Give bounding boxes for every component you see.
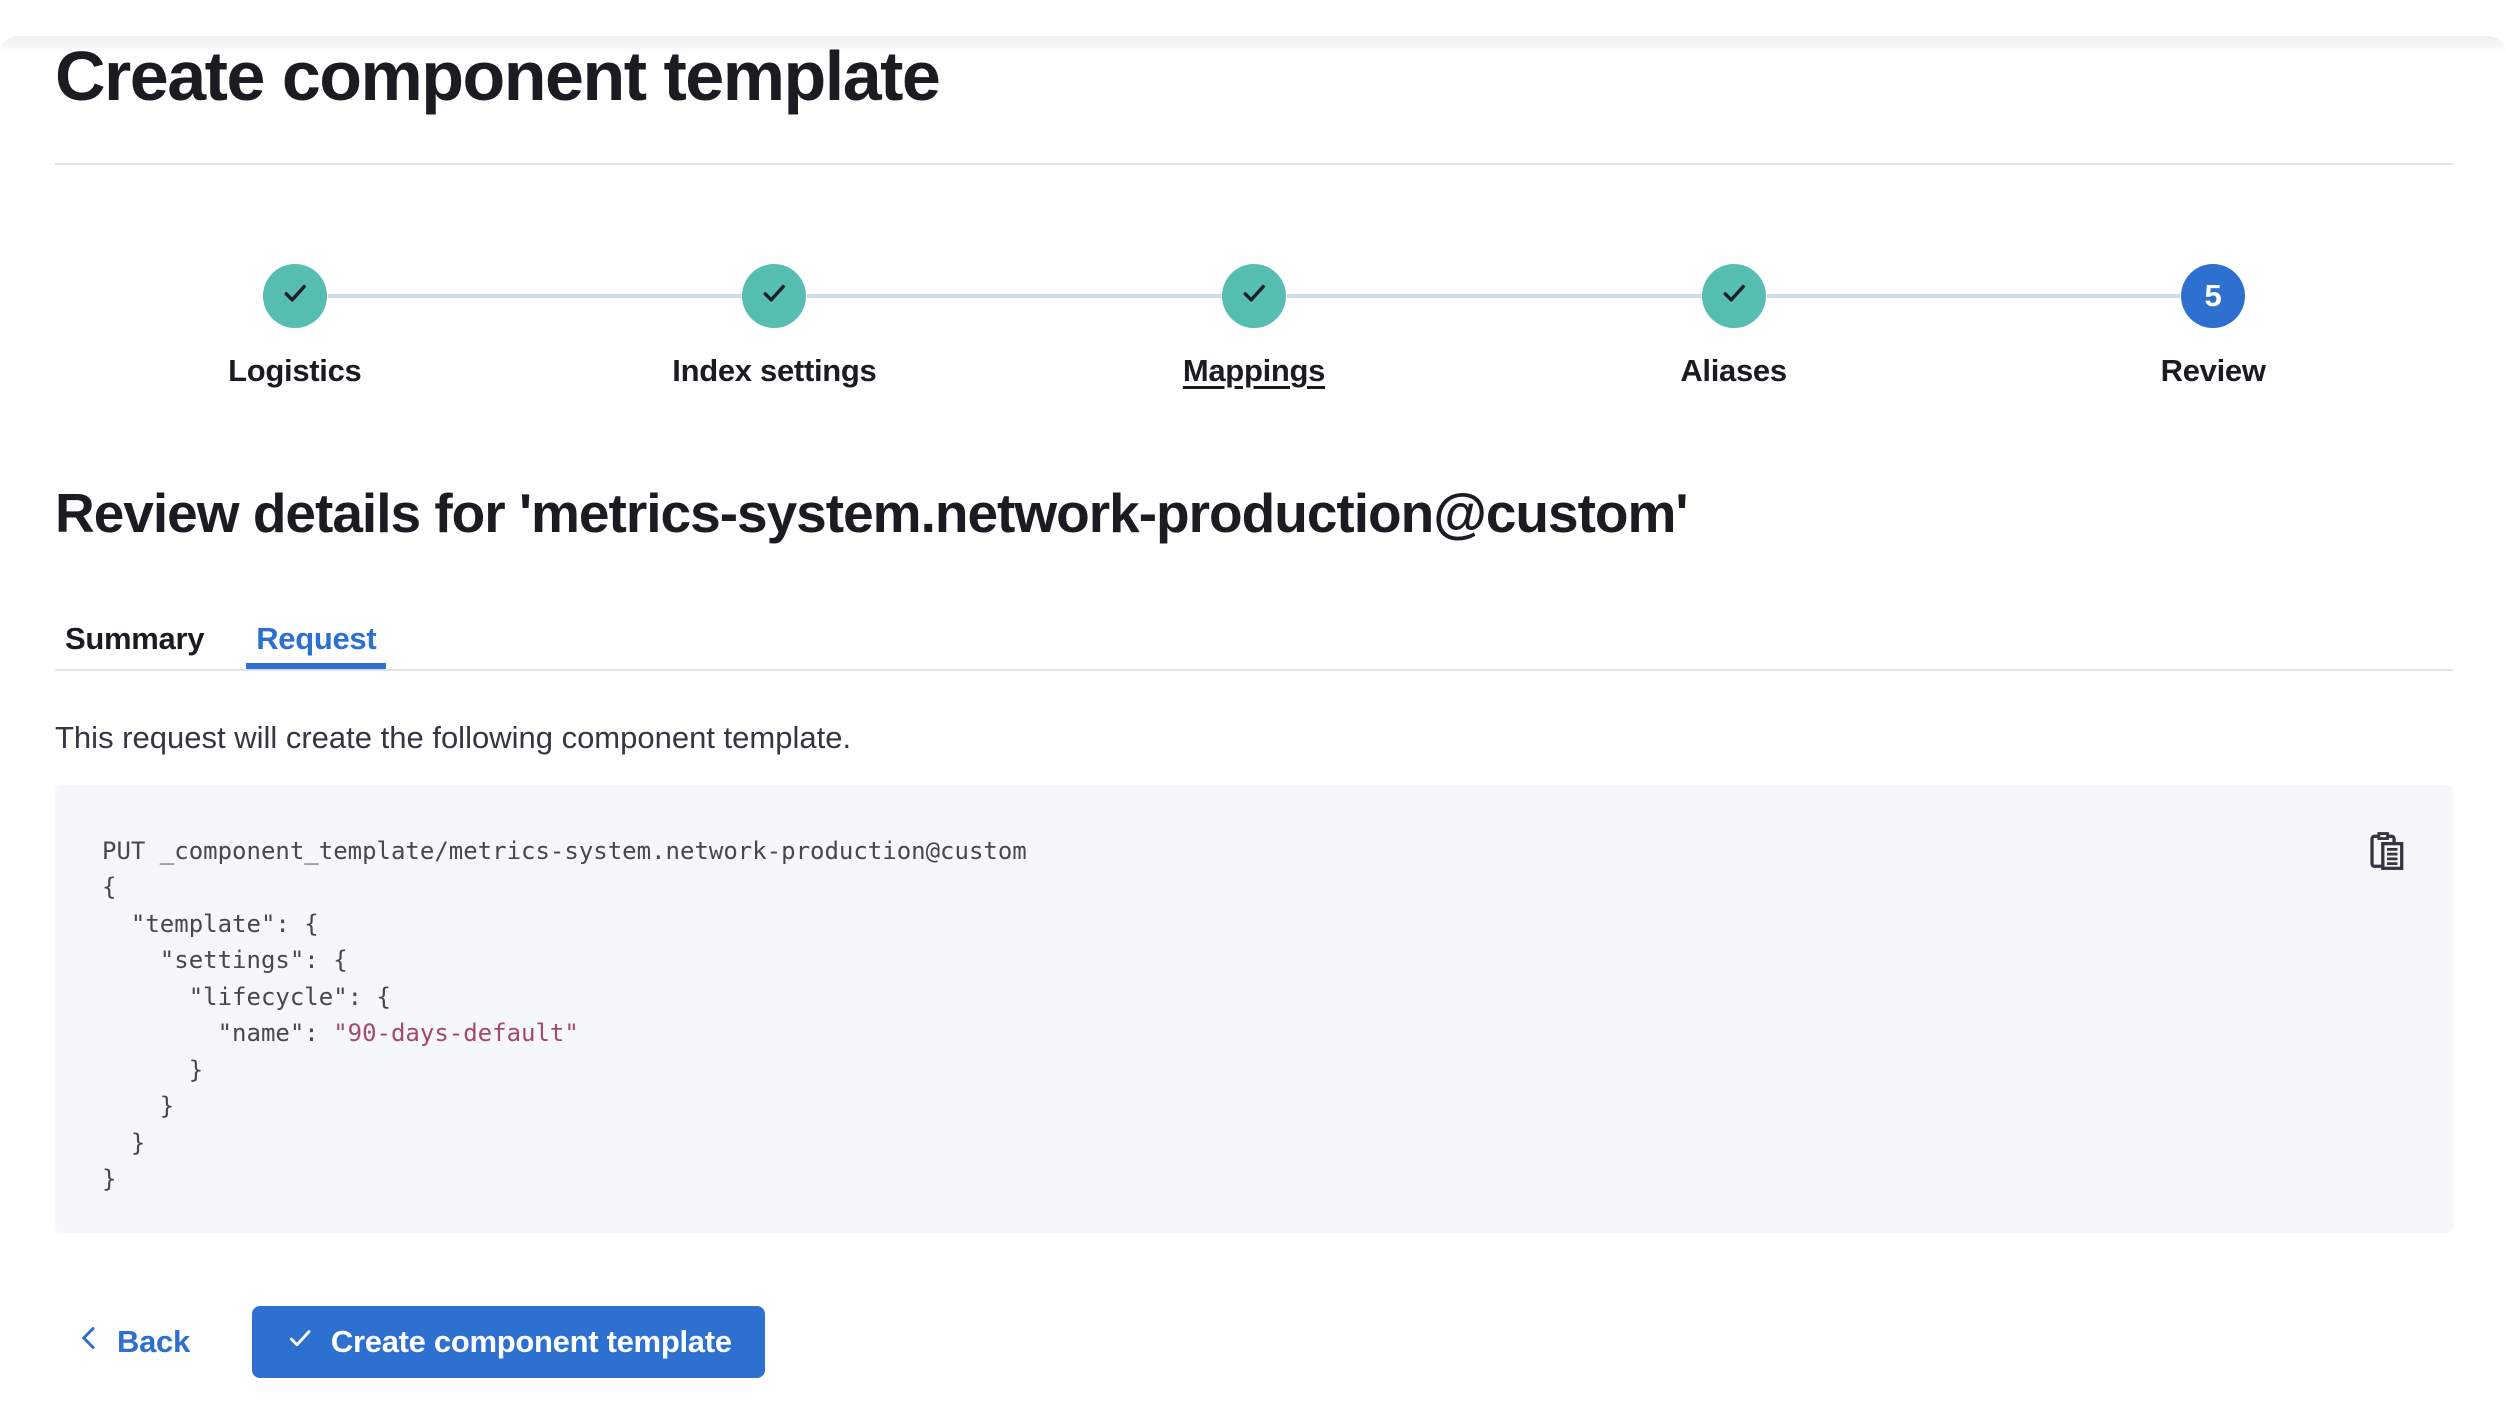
code-line: "template": { xyxy=(102,909,319,938)
step-complete-circle xyxy=(262,263,327,328)
request-code: PUT _component_template/metrics-system.n… xyxy=(102,833,2333,1198)
check-icon xyxy=(1238,277,1270,314)
review-tabs: Summary Request xyxy=(55,609,2453,671)
step-review[interactable]: 5 Review xyxy=(1973,263,2453,389)
chevron-left-icon xyxy=(75,1324,103,1360)
request-code-block: PUT _component_template/metrics-system.n… xyxy=(55,784,2453,1233)
tab-request[interactable]: Request xyxy=(246,609,386,669)
code-line: } xyxy=(102,1165,117,1193)
check-icon xyxy=(285,1323,315,1361)
step-index-settings[interactable]: Index settings xyxy=(534,263,1015,389)
code-string-value: "90-days-default" xyxy=(333,1019,579,1047)
current-step-circle: 5 xyxy=(2181,263,2246,328)
code-line: { xyxy=(102,873,117,901)
code-key: "name": xyxy=(102,1019,334,1047)
step-complete-circle xyxy=(1221,263,1286,328)
code-line: "name": "90-days-default" xyxy=(102,1015,2333,1052)
step-number: 5 xyxy=(2204,277,2222,313)
code-line: "settings": { xyxy=(102,946,348,974)
back-label: Back xyxy=(117,1323,190,1359)
step-label: Aliases xyxy=(1680,352,1787,388)
step-complete-circle xyxy=(1701,263,1766,328)
create-component-template-button[interactable]: Create component template xyxy=(251,1305,765,1378)
copy-button[interactable] xyxy=(2363,829,2411,877)
step-complete-circle xyxy=(742,263,807,328)
tab-summary[interactable]: Summary xyxy=(65,620,205,656)
step-label: Review xyxy=(2160,352,2266,388)
step-label: Logistics xyxy=(228,352,362,388)
create-component-template-page: Create component template Logistics Inde… xyxy=(0,36,2506,1378)
request-description: This request will create the following c… xyxy=(55,719,852,755)
header-divider xyxy=(55,162,2453,165)
back-button[interactable]: Back xyxy=(75,1324,190,1360)
footer-actions: Back Create component template xyxy=(55,1305,2453,1378)
submit-label: Create component template xyxy=(330,1323,732,1359)
check-icon xyxy=(758,277,790,314)
code-line: } xyxy=(102,1092,175,1120)
code-line: "lifecycle": { xyxy=(102,982,391,1011)
step-label: Mappings xyxy=(1182,352,1326,388)
page-title: Create component template xyxy=(55,37,941,115)
code-line: PUT _component_template/metrics-system.n… xyxy=(102,836,1027,865)
step-mappings[interactable]: Mappings xyxy=(1014,263,1494,389)
stepper: Logistics Index settings Mappings xyxy=(55,263,2453,389)
step-logistics[interactable]: Logistics xyxy=(55,263,535,389)
step-label: Index settings xyxy=(672,352,877,388)
check-icon xyxy=(279,277,311,314)
code-line: } xyxy=(102,1055,204,1084)
window-top-edge xyxy=(0,36,2506,54)
copy-clipboard-icon xyxy=(2366,830,2408,875)
check-icon xyxy=(1718,277,1750,314)
step-aliases[interactable]: Aliases xyxy=(1493,263,1974,389)
review-heading: Review details for 'metrics-system.netwo… xyxy=(55,481,1689,544)
code-line: } xyxy=(102,1128,146,1157)
